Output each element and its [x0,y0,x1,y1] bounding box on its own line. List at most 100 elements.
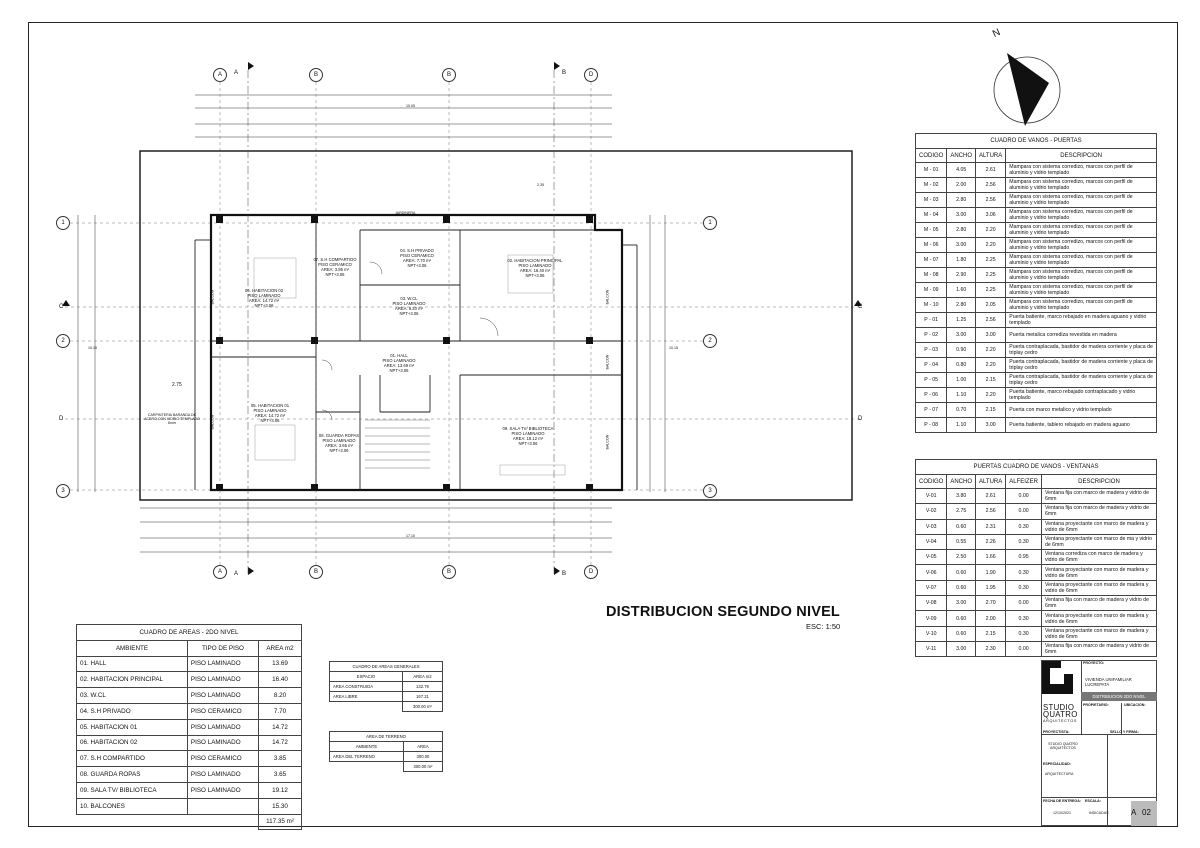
studio-logo-icon [1041,660,1073,694]
fecha-value: 12/10/2021 [1053,811,1071,815]
doors-cell: Mampara con sistema corredizo, marcos co… [1005,297,1157,313]
land-area-header-area: AREA [402,741,444,752]
doors-cell: 2.56 [975,312,1007,328]
dim-left-height: 10.15 [88,346,97,350]
windows-cell: 3.80 [946,487,977,505]
section-label-c-right: C [858,304,863,310]
doors-cell: 0.90 [946,342,977,358]
section-label-b-top: B [562,70,567,76]
doors-cell: Puerta contraplacada, bastidor de madera… [1005,342,1157,358]
windows-cell: 0.00 [1005,640,1042,658]
doors-header-descripcion: DESCRIPCION [1005,148,1157,163]
doors-cell: Puerta con marco metalico y vidrio templ… [1005,402,1157,418]
windows-cell: 2.70 [975,595,1007,612]
doors-cell: 2.80 [946,192,977,208]
doors-cell: Mampara con sistema corredizo, marcos co… [1005,267,1157,283]
doors-cell: M - 05 [914,222,948,238]
doors-cell: M - 07 [914,252,948,268]
doors-cell: P - 08 [914,417,948,433]
section-label-b-bottom: B [562,571,567,577]
grid-bubble-col-b-bottom: B [309,565,323,579]
sheet-scale: ESC: 1:50 [806,622,841,631]
title-block: STUDIO QUATRO ARQUITECTOS PROYECTO: VIVI… [1041,660,1157,826]
doors-cell: 1.00 [946,372,977,388]
land-area-header-ambiente: AMBIENTE [329,741,404,752]
doors-cell: 0.80 [946,357,977,373]
windows-cell: V-08 [914,595,948,612]
doors-cell: 2.90 [946,267,977,283]
proyecto-label: PROYECTO: [1083,661,1105,665]
windows-header-altura: ALTURA [975,474,1007,489]
windows-cell: 3.00 [946,640,977,658]
doors-cell: 3.00 [946,207,977,223]
proyectista-label: PROYECTISTA: [1043,730,1070,734]
windows-cell: Ventana fija con marco de madera y vidri… [1040,487,1158,505]
north-arrow: N [989,27,1065,128]
windows-cell: Ventana proyectante con marco de madera … [1040,610,1158,627]
areas-cell: 02. HABITACION PRINCIPAL [76,671,188,689]
section-label-c-left: C [59,304,64,310]
areas-total: 117.35 m² [258,813,302,831]
floor-plan-drawing [62,62,862,575]
general-areas-row-value: 132.79 [401,681,444,692]
windows-cell: Ventana proyectante con marco de madera … [1040,625,1158,642]
areas-cell: 08. GUARDA ROPAS [76,766,188,783]
areas-cell: PISO LAMINADO [186,655,260,673]
windows-cell: Ventana proyectante con marco de madera … [1040,518,1158,535]
windows-cell: 0.30 [1005,625,1042,642]
doors-cell: P - 01 [914,312,948,328]
doors-cell: 2.20 [975,237,1007,253]
grid-bubble-row-2: 2 [56,334,70,348]
areas-cell: 15.30 [258,797,302,815]
windows-cell: V-03 [914,518,948,535]
windows-cell: 0.60 [946,610,977,627]
carpinteria-note: CARPINTERIA BARANDA DE ACERO CON VIDRIO … [144,413,200,425]
doors-cell: M - 04 [914,207,948,223]
areas-cell: 07. S.H COMPARTIDO [76,750,188,768]
doors-cell: 2.15 [975,372,1007,388]
windows-cell: V-01 [914,487,948,505]
doors-cell: 2.15 [975,402,1007,418]
doors-cell: 2.56 [975,192,1007,208]
areas-cell: 10. BALCONES [76,797,188,815]
doors-cell: Mampara con sistema corredizo, marcos co… [1005,222,1157,238]
grid-bubble-row-1: 1 [56,216,70,230]
doors-cell: Mampara con sistema corredizo, marcos co… [1005,162,1157,178]
windows-header-ancho: ANCHO [946,474,977,489]
grid-bubble-row-3-right: 3 [703,484,717,498]
areas-cell: PISO LAMINADO [186,671,260,689]
sello-label: SELLO Y FIRMA: [1110,730,1139,734]
doors-cell: M - 02 [914,177,948,193]
proyectista-value: STUDIO QUATRO ARQUITECTOS [1048,742,1078,750]
grid-bubble-col-b2-bottom: B [442,565,456,579]
grid-bubble-col-d-top: D [584,68,598,82]
fecha-label: FECHA DE ENTREGA: [1043,799,1082,803]
doors-cell: 2.25 [975,252,1007,268]
windows-cell: 2.31 [975,518,1007,535]
doors-cell: 1.25 [946,312,977,328]
doors-cell: 4.05 [946,162,977,178]
windows-cell: 2.26 [975,533,1007,551]
areas-cell: 14.72 [258,718,302,736]
section-label-a-top: A [234,70,239,76]
windows-cell: 0.00 [1005,487,1042,505]
proyecto-value: VIVIENDA UNIFAMILIAR LUCREPATA [1085,677,1132,687]
